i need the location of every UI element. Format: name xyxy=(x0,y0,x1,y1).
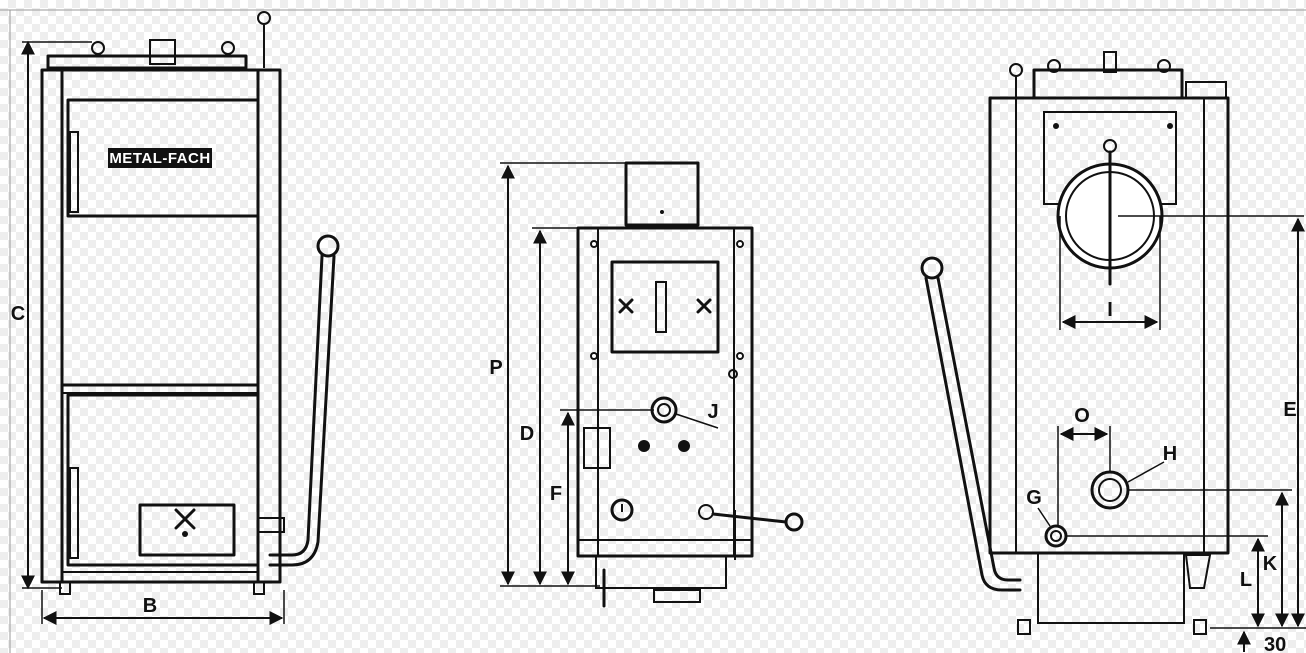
connection-g xyxy=(1044,524,1068,548)
front-lever-arm xyxy=(268,254,324,557)
front-upper-hinge xyxy=(69,131,79,213)
label-j: J xyxy=(707,401,718,423)
side-rivet-5 xyxy=(728,369,738,379)
back-top-knob-right xyxy=(1157,59,1171,73)
back-foot-left xyxy=(1017,619,1031,635)
side-foot xyxy=(653,589,701,603)
front-top-knob-left xyxy=(91,41,105,55)
back-dimensions: I O H G E K L 30 xyxy=(1026,215,1306,653)
leader-h xyxy=(1127,461,1165,483)
front-dimensions: C B xyxy=(11,40,285,625)
label-i: I xyxy=(1107,299,1113,321)
brand-logo-text: METAL-FACH xyxy=(109,150,210,167)
back-top-bracket xyxy=(1185,81,1227,99)
flue-damper-knob xyxy=(1103,139,1117,153)
side-hatch-screw-right xyxy=(696,298,712,314)
front-flue-stub xyxy=(149,39,176,65)
label-e: E xyxy=(1283,399,1296,421)
leader-g xyxy=(1037,507,1051,527)
connection-j-inner xyxy=(657,403,671,417)
ash-door xyxy=(138,503,236,557)
label-30: 30 xyxy=(1264,634,1286,653)
side-service-hatch xyxy=(610,260,720,354)
side-hatch-handle xyxy=(655,281,667,333)
side-rivet-3 xyxy=(590,352,598,360)
side-hole-left xyxy=(638,440,650,452)
label-l: L xyxy=(1240,569,1252,591)
label-h: H xyxy=(1163,443,1177,465)
label-k: K xyxy=(1263,553,1278,575)
side-hatch-screw-left xyxy=(618,298,634,314)
back-panel-bolt-right xyxy=(1167,123,1173,129)
label-b: B xyxy=(143,595,157,617)
brand-logo-plate xyxy=(108,148,212,168)
back-view xyxy=(920,51,1230,635)
label-g: G xyxy=(1026,487,1042,509)
front-right-side-panel xyxy=(256,68,282,584)
back-top-cover xyxy=(1032,68,1184,100)
front-lever-arm-outer xyxy=(268,254,336,567)
front-body xyxy=(60,68,260,584)
label-o: O xyxy=(1074,405,1090,427)
connection-h xyxy=(1090,470,1130,510)
label-p: P xyxy=(489,357,502,379)
connection-g-inner xyxy=(1050,530,1062,542)
back-top-stub xyxy=(1103,51,1117,73)
side-view xyxy=(576,161,804,608)
front-lever-ball xyxy=(316,234,340,258)
side-fitting-left xyxy=(610,498,634,522)
side-rivet-4 xyxy=(736,352,744,360)
back-top-knob-left xyxy=(1047,59,1061,73)
ash-door-dot xyxy=(182,531,188,537)
back-lever-ball xyxy=(920,256,944,280)
connection-j xyxy=(650,396,678,424)
back-lever-arm-inner xyxy=(936,276,1022,582)
connection-h-inner xyxy=(1098,478,1122,502)
front-left-side-panel xyxy=(40,68,64,584)
back-ash-box xyxy=(1037,552,1185,624)
back-thermometer-knob xyxy=(1009,63,1023,77)
side-rivet-2 xyxy=(736,240,744,248)
label-f: F xyxy=(550,483,562,505)
leader-j xyxy=(675,413,719,429)
front-view: METAL-FACH xyxy=(40,11,340,595)
side-hole-right xyxy=(678,440,690,452)
side-dimensions: P D F J xyxy=(489,162,719,587)
side-body xyxy=(576,226,754,558)
front-thermometer-knob xyxy=(257,11,271,25)
side-fitting-right xyxy=(698,504,714,520)
front-lower-door xyxy=(66,393,260,567)
front-top-plate xyxy=(46,54,248,70)
back-foot-right xyxy=(1193,619,1207,635)
side-lever-arm xyxy=(711,512,788,524)
ash-door-knob xyxy=(174,508,196,530)
side-flue-dot xyxy=(660,210,664,214)
label-d: D xyxy=(520,423,534,445)
side-plate xyxy=(583,427,611,469)
back-base-bracket xyxy=(1184,554,1212,589)
front-lower-hinge xyxy=(69,467,79,559)
front-lever-bracket xyxy=(257,517,285,533)
back-panel-bolt-left xyxy=(1053,123,1059,129)
side-flue-box xyxy=(624,161,700,227)
side-ash-box xyxy=(595,555,727,589)
front-foot-right xyxy=(253,581,265,595)
label-c: C xyxy=(11,303,25,325)
front-top-knob-right xyxy=(221,41,235,55)
side-lever-ball xyxy=(784,512,804,532)
front-upper-door xyxy=(66,98,260,218)
back-lever-arm xyxy=(924,276,1022,592)
side-rivet-1 xyxy=(590,240,598,248)
